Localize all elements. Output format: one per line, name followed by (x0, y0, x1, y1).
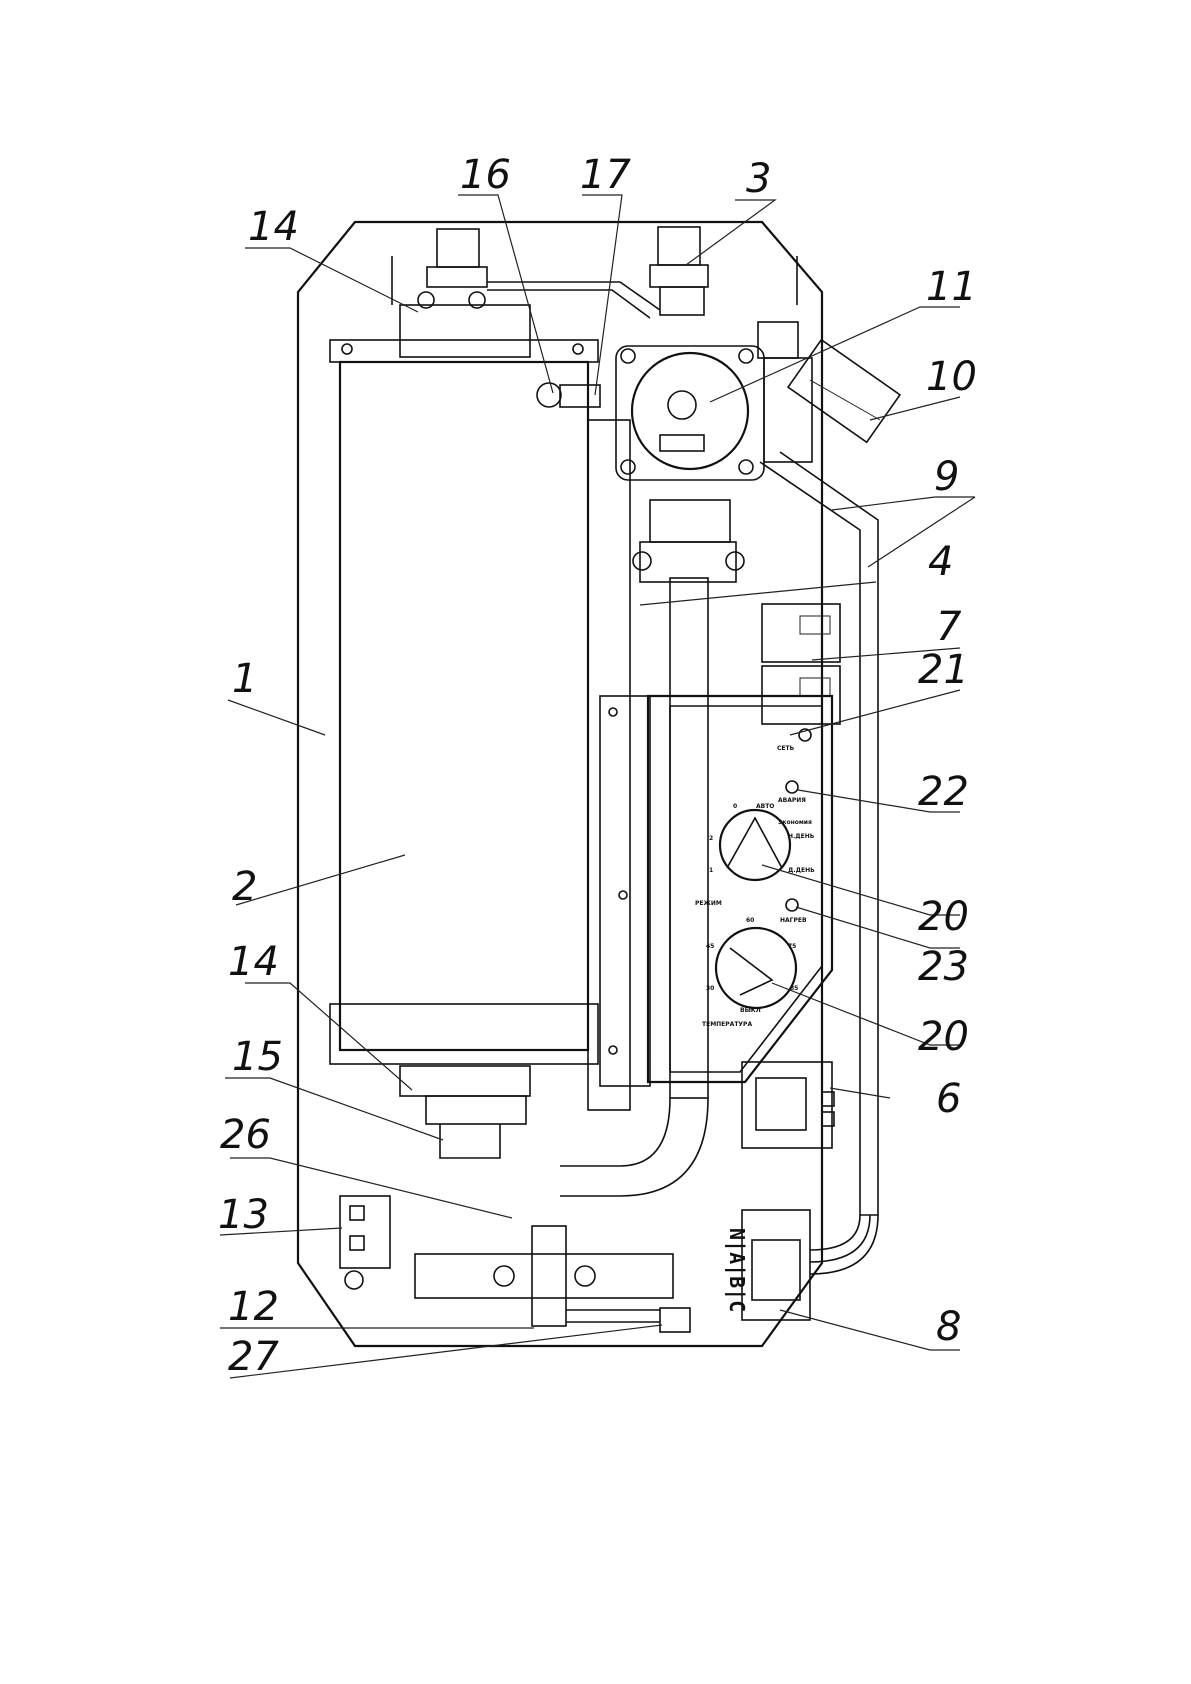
transformer (741, 1061, 833, 1149)
alarm-indicator (785, 780, 799, 794)
cable-channel (759, 451, 879, 1216)
mode-mark-0: 0 (733, 803, 737, 810)
set-label: СЕТЬ (777, 745, 795, 752)
control-panel (646, 694, 834, 1084)
heat-label: НАГРЕВ (780, 917, 807, 924)
temp-mark-85: 85 (790, 985, 798, 992)
temp-mark-75: 75 (788, 943, 796, 950)
callout-8: 8 (936, 1304, 961, 1350)
temp-sensor-connector (659, 1307, 691, 1333)
mode-mark-1: 1 (709, 867, 713, 874)
supply-pipe (587, 419, 631, 1111)
callout-7: 7 (936, 604, 962, 650)
heating-tank (338, 360, 590, 1052)
callout-22: 22 (918, 769, 969, 815)
temp-mark-45: 45 (706, 943, 714, 950)
temp-label: ТЕМПЕРАТУРА (702, 1021, 752, 1028)
mode-label: РЕЖИМ (695, 900, 722, 907)
callout-14-bottom: 14 (228, 939, 279, 985)
callout-27: 27 (228, 1334, 279, 1380)
circulation-pump (630, 351, 750, 471)
day-label: Д.ДЕНЬ (788, 867, 815, 874)
callout-21: 21 (918, 647, 969, 693)
alarm-label: АВАРИЯ (778, 797, 806, 804)
ground-terminal (339, 1195, 391, 1269)
leader-lines (219, 194, 976, 1379)
callout-20-upper: 20 (918, 894, 969, 940)
callout-13: 13 (218, 1192, 269, 1238)
callout-20-lower: 20 (918, 1014, 969, 1060)
callout-6: 6 (936, 1076, 961, 1122)
callout-12: 12 (228, 1284, 279, 1330)
temperature-knob[interactable] (714, 926, 798, 1010)
callout-9: 9 (934, 454, 959, 500)
terminal-strip-10 (786, 338, 902, 444)
mode-knob[interactable] (718, 808, 792, 882)
control-box-back (599, 695, 651, 1087)
mounting-bracket (414, 1253, 674, 1299)
terminal-block-label: N|A|B|C (725, 1228, 749, 1312)
callout-15: 15 (232, 1034, 283, 1080)
auto-label: АВТО (756, 803, 774, 810)
callout-2: 2 (232, 864, 257, 910)
callout-4: 4 (928, 539, 953, 585)
callout-17: 17 (580, 152, 631, 198)
economy-label: Экономия (778, 819, 812, 826)
set-indicator (798, 728, 812, 742)
temp-mark-60: 60 (746, 917, 754, 924)
top-fitting-left (436, 228, 480, 268)
mode-mark-2: 2 (709, 835, 713, 842)
callout-14-top: 14 (248, 204, 299, 250)
callout-26: 26 (220, 1112, 271, 1158)
callout-3: 3 (746, 156, 771, 202)
callout-23: 23 (918, 944, 969, 990)
relay-upper (761, 603, 841, 663)
temp-mark-30: 30 (706, 985, 714, 992)
heat-indicator (785, 898, 799, 912)
callout-1: 1 (232, 656, 257, 702)
callout-10: 10 (926, 354, 977, 400)
callout-11: 11 (926, 264, 977, 310)
night-label: Н.ДЕНЬ (788, 833, 815, 840)
housing-outline (296, 220, 824, 1348)
callout-16: 16 (460, 152, 511, 198)
off-label: ВЫКЛ (740, 1007, 761, 1014)
power-terminal-block (741, 1209, 811, 1321)
